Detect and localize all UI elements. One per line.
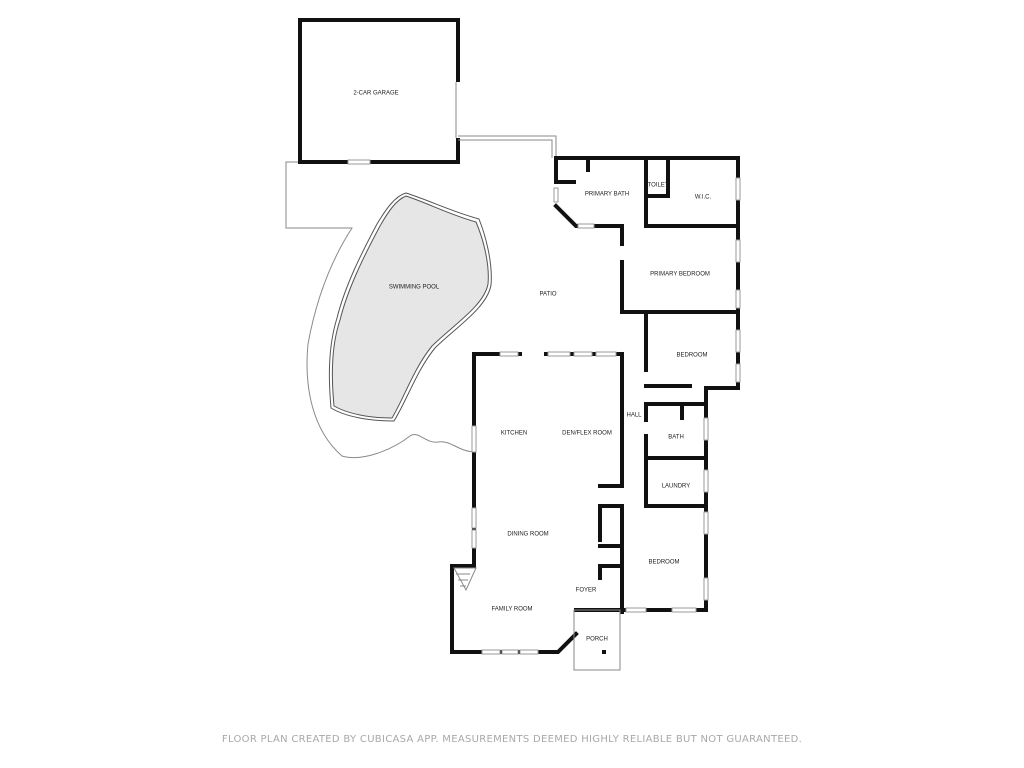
label-garage: 2-CAR GARAGE <box>353 91 398 97</box>
label-bath: BATH <box>668 435 684 441</box>
label-hall: HALL <box>626 413 642 419</box>
label-swimming-pool: SWIMMING POOL <box>389 285 440 291</box>
label-primary-bath: PRIMARY BATH <box>585 192 629 198</box>
label-primary-bedroom: PRIMARY BEDROOM <box>650 272 710 278</box>
swimming-pool <box>328 192 492 422</box>
disclaimer-text: FLOOR PLAN CREATED BY CUBICASA APP. MEAS… <box>221 734 803 745</box>
label-bedroom-2: BEDROOM <box>648 560 679 566</box>
main-house-walls <box>450 351 709 655</box>
label-den: DEN/FLEX ROOM <box>562 431 612 437</box>
label-bedroom-1: BEDROOM <box>676 353 707 359</box>
label-kitchen: KITCHEN <box>501 431 527 437</box>
walkway <box>458 135 557 158</box>
label-family-room: FAMILY ROOM <box>491 607 532 613</box>
patio-outline <box>285 161 477 459</box>
label-porch: PORCH <box>586 637 608 643</box>
label-laundry: LAUNDRY <box>662 484 691 490</box>
label-wic: W.I.C. <box>695 195 712 201</box>
room-labels: 2-CAR GARAGE SWIMMING POOL PATIO PRIMARY… <box>353 91 711 643</box>
label-foyer: FOYER <box>576 588 597 594</box>
label-dining-room: DINING ROOM <box>507 532 548 538</box>
label-toilet: TOILET <box>648 183 669 189</box>
primary-suite-walls <box>553 156 741 390</box>
label-patio: PATIO <box>539 292 556 298</box>
garage <box>298 18 460 165</box>
porch <box>573 609 621 671</box>
